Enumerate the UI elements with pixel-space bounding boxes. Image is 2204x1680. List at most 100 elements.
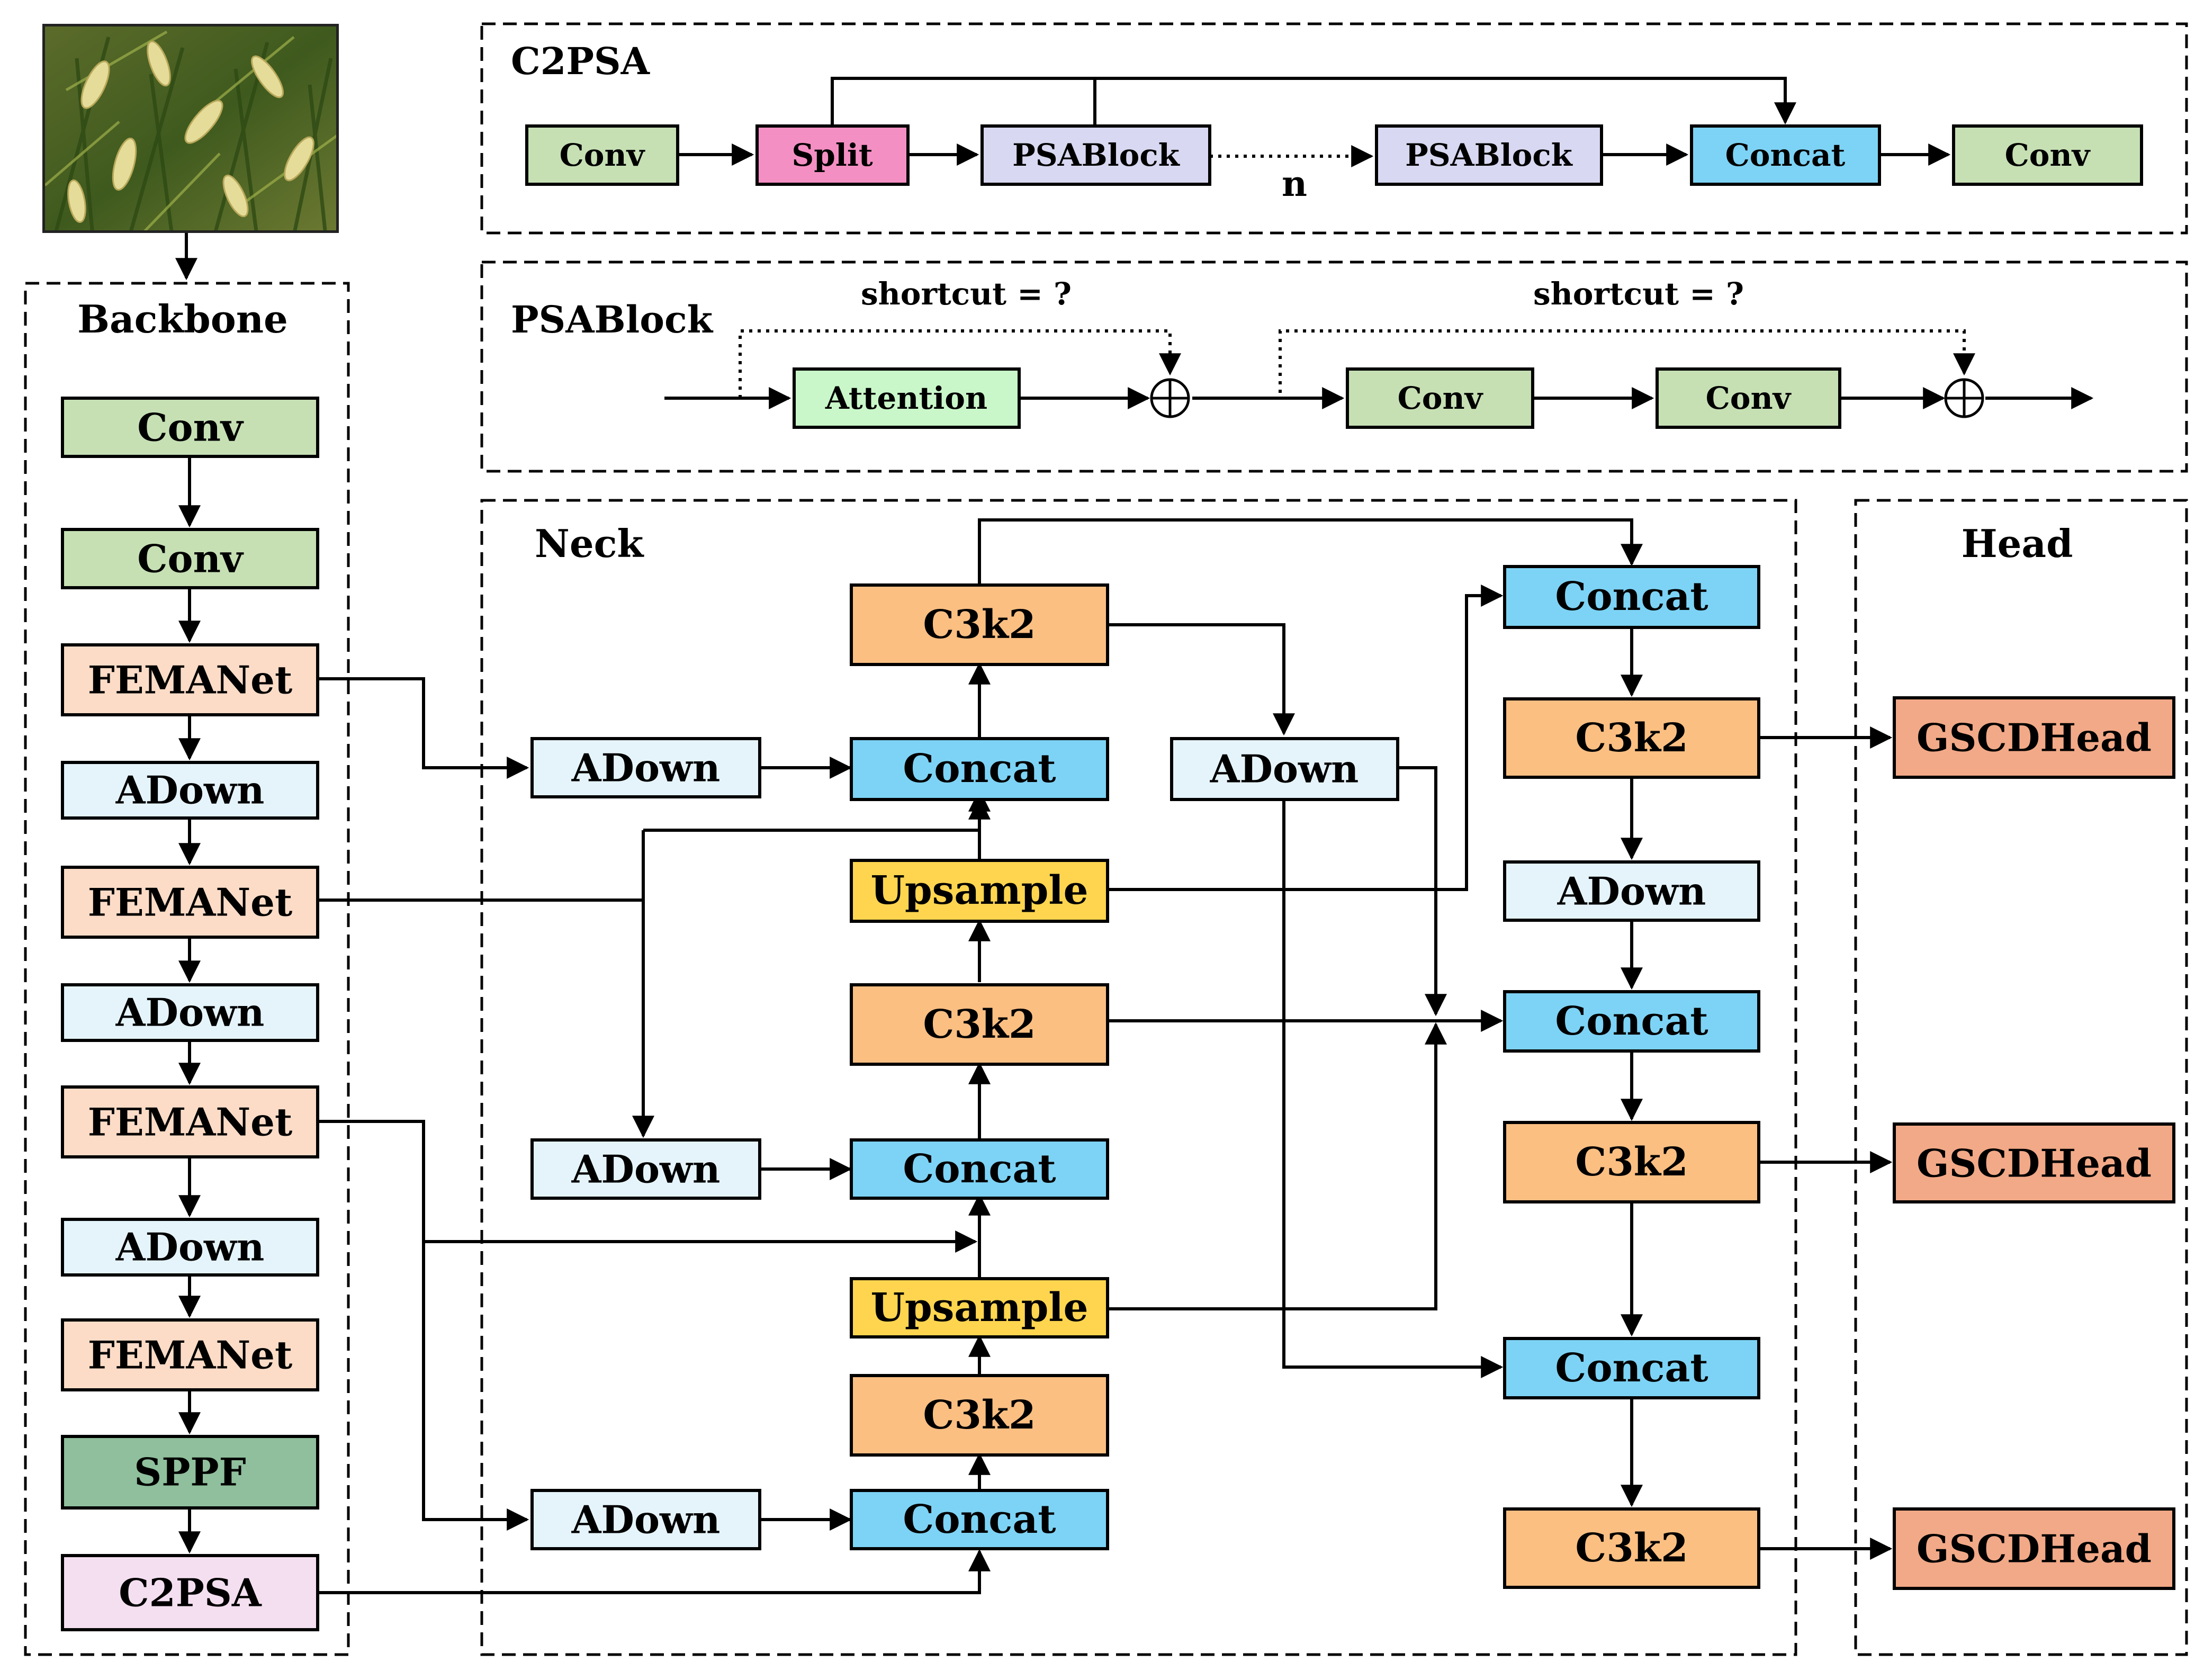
nk-c3k2-6-block xyxy=(1503,1507,1760,1589)
hd-gscdhead-1-block xyxy=(1893,696,2175,779)
shortcut-label-1: shortcut = ? xyxy=(861,276,1072,312)
add-nodes xyxy=(1150,378,1984,418)
shortcut-label-2: shortcut = ? xyxy=(1533,276,1744,312)
hd-gscdhead-2-label: GSCDHead xyxy=(1917,1141,2152,1186)
bb-adown-1-label: ADown xyxy=(115,768,265,813)
hd-gscdhead-2-block xyxy=(1893,1122,2175,1203)
backbone-title: Backbone xyxy=(77,297,288,342)
c2psa-title: C2PSA xyxy=(511,39,651,83)
nk-adown-5-block xyxy=(1503,860,1760,922)
nk-adown-2-label: ADown xyxy=(571,1147,721,1192)
backbone-frame xyxy=(24,282,350,1656)
nk-c3k2-6-label: C3k2 xyxy=(1575,1525,1688,1571)
neck-title: Neck xyxy=(535,521,644,566)
nk-c3k2-2-label: C3k2 xyxy=(923,1002,1036,1047)
repeat-n-label: n xyxy=(1282,163,1307,204)
bb-femanet-3-label: FEMANet xyxy=(88,1100,292,1145)
c2psa-frame xyxy=(480,22,2188,235)
nk-upsample-1-block xyxy=(850,859,1109,923)
bb-adown-3-block xyxy=(61,1218,319,1277)
nk-concat-2-block xyxy=(850,1138,1109,1200)
nk-adown-3-label: ADown xyxy=(571,1497,721,1542)
nk-c3k2-5-block xyxy=(1503,1121,1760,1203)
bb-femanet-1-block xyxy=(61,643,319,716)
bb-femanet-2-label: FEMANet xyxy=(88,880,292,925)
c2psa-psablock-2-label: PSABlock xyxy=(1405,137,1573,173)
psa-attention-block xyxy=(793,367,1021,429)
bb-femanet-1-label: FEMANet xyxy=(88,658,292,703)
psa-conv-2-label: Conv xyxy=(1706,380,1792,416)
c2psa-psablock-1-block xyxy=(980,124,1211,186)
nk-concat-1-block xyxy=(850,737,1109,801)
bb-femanet-3-block xyxy=(61,1085,319,1158)
c2psa-split-label: Split xyxy=(791,137,873,173)
nk-concat-4-label: Concat xyxy=(1555,574,1708,619)
psa-conv-1-block xyxy=(1346,367,1534,429)
dotted-connectors xyxy=(739,145,1975,398)
c2psa-concat-block xyxy=(1690,124,1881,186)
nk-concat-6-block xyxy=(1503,1337,1760,1399)
nk-concat-3-label: Concat xyxy=(903,1497,1056,1542)
c2psa-split-block xyxy=(755,124,910,186)
psa-attention-label: Attention xyxy=(825,380,987,416)
psa-conv-2-block xyxy=(1656,367,1841,429)
nk-c3k2-4-label: C3k2 xyxy=(1575,715,1688,761)
bb-femanet-4-block xyxy=(61,1318,319,1391)
nk-c3k2-3-block xyxy=(850,1374,1109,1457)
wheat-photo-graphic xyxy=(45,26,336,230)
c2psa-psablock-2-block xyxy=(1375,124,1603,186)
bb-femanet-2-block xyxy=(61,866,319,939)
bb-conv-2-block xyxy=(61,528,319,589)
psablock-frame xyxy=(480,260,2188,473)
nk-c3k2-1-label: C3k2 xyxy=(923,602,1036,648)
bb-conv-1-label: Conv xyxy=(137,405,244,450)
bb-sppf-label: SPPF xyxy=(134,1450,246,1495)
nk-adown-2-block xyxy=(530,1138,761,1200)
bb-sppf-block xyxy=(61,1435,319,1510)
nk-concat-6-label: Concat xyxy=(1555,1345,1708,1391)
hd-gscdhead-3-block xyxy=(1893,1507,2175,1590)
c2psa-conv-out-block xyxy=(1952,124,2143,186)
bb-conv-2-label: Conv xyxy=(137,536,244,581)
bb-femanet-4-label: FEMANet xyxy=(88,1333,292,1378)
bb-adown-3-label: ADown xyxy=(115,1225,265,1270)
c2psa-conv-in-block xyxy=(525,124,679,186)
hd-gscdhead-3-label: GSCDHead xyxy=(1917,1526,2152,1571)
head-title: Head xyxy=(1962,521,2073,566)
nk-concat-5-label: Concat xyxy=(1555,999,1708,1044)
nk-concat-2-label: Concat xyxy=(903,1146,1056,1192)
hd-gscdhead-1-label: GSCDHead xyxy=(1917,715,2152,760)
nk-upsample-2-label: Upsample xyxy=(870,1285,1088,1331)
bb-adown-1-block xyxy=(61,761,319,820)
nk-adown-1-label: ADown xyxy=(571,745,721,790)
c2psa-psablock-1-label: PSABlock xyxy=(1012,137,1181,173)
nk-c3k2-5-label: C3k2 xyxy=(1575,1139,1688,1185)
bb-adown-2-block xyxy=(61,983,319,1042)
nk-concat-1-label: Concat xyxy=(903,746,1056,792)
nk-adown-1-block xyxy=(530,737,761,798)
nk-upsample-1-label: Upsample xyxy=(870,868,1088,913)
nk-adown-3-block xyxy=(530,1489,761,1550)
nk-upsample-2-block xyxy=(850,1277,1109,1338)
neck-frame xyxy=(480,499,1797,1656)
nk-adown-5-label: ADown xyxy=(1557,869,1706,914)
psablock-title: PSABlock xyxy=(511,298,714,342)
bb-adown-2-label: ADown xyxy=(115,990,265,1035)
nk-c3k2-1-block xyxy=(850,583,1109,666)
nk-adown-4-label: ADown xyxy=(1210,747,1359,792)
psa-conv-1-label: Conv xyxy=(1398,380,1484,416)
head-frame xyxy=(1854,499,2188,1656)
c2psa-conv-out-label: Conv xyxy=(2005,137,2091,173)
nk-adown-4-block xyxy=(1170,737,1399,801)
nk-concat-5-block xyxy=(1503,990,1760,1053)
nk-concat-4-block xyxy=(1503,565,1760,629)
nk-c3k2-2-block xyxy=(850,983,1109,1066)
bb-conv-1-block xyxy=(61,397,319,458)
nk-concat-3-block xyxy=(850,1489,1109,1550)
c2psa-conv-in-label: Conv xyxy=(560,137,646,173)
connectors xyxy=(175,77,2094,1594)
bb-c2psa-block xyxy=(61,1554,319,1631)
nk-c3k2-3-label: C3k2 xyxy=(923,1392,1036,1438)
